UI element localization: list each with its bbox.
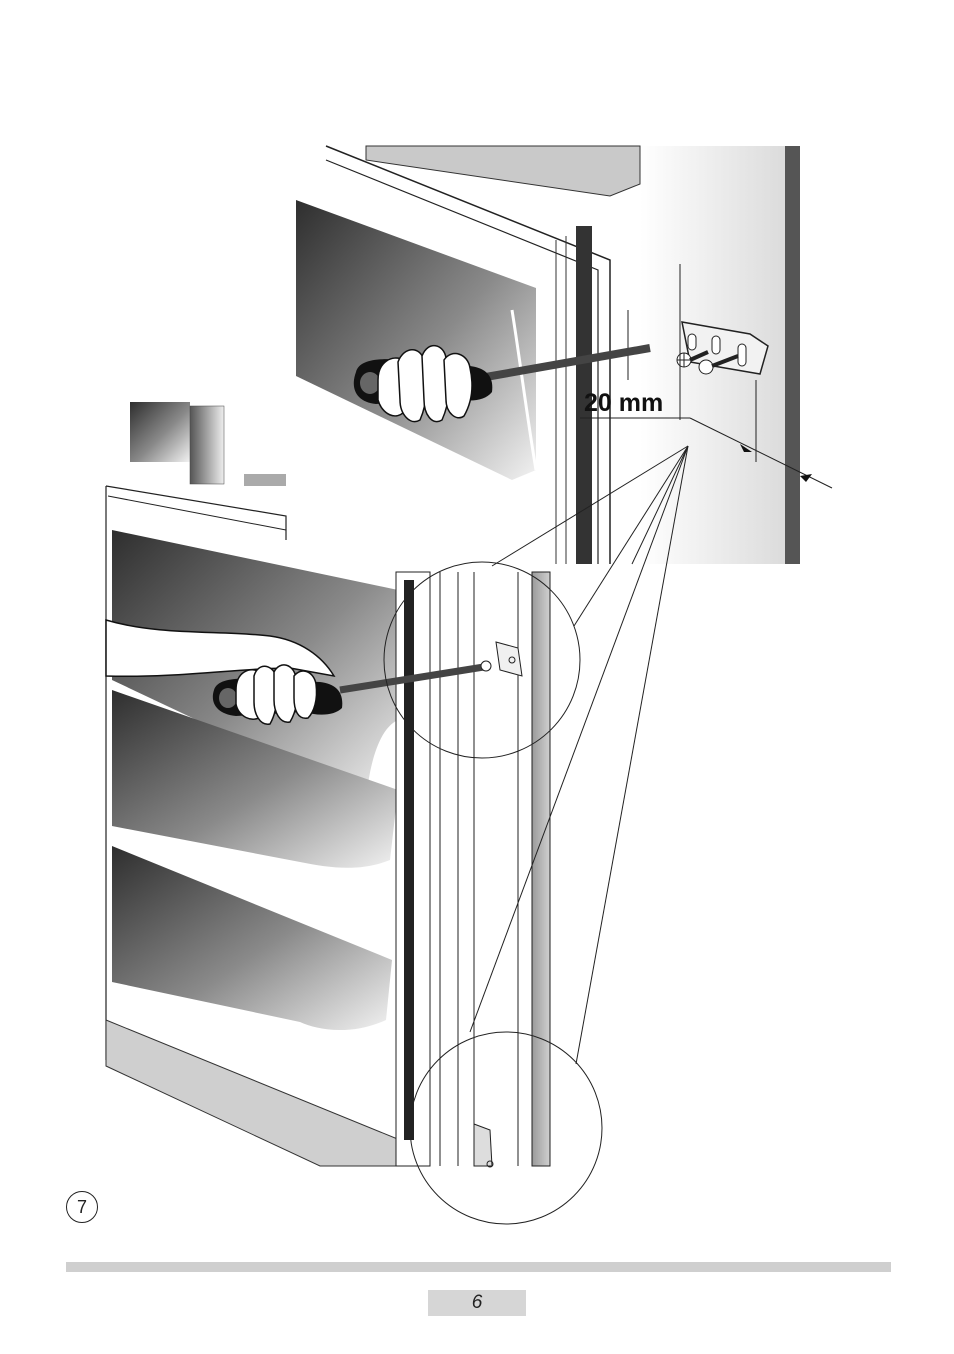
cabinet-plinth [106,1020,400,1166]
lower-bracket-icon [474,1124,493,1167]
upper-detail-view: 20 mm [130,146,832,564]
door-top-strip [366,146,640,196]
freezer-shelf-3 [112,846,392,1030]
footer-rule [66,1262,891,1272]
lower-main-view [106,486,550,1167]
step-number-badge: 7 [66,1191,98,1223]
wall-edge [785,146,800,564]
dimension-label: 20 mm [584,389,663,417]
door-seal [404,580,414,1140]
page-number: 6 [428,1290,526,1316]
freezer-compartment [296,200,536,480]
magnifier-lower [410,1032,602,1224]
wall-edge-lower [532,572,550,1166]
